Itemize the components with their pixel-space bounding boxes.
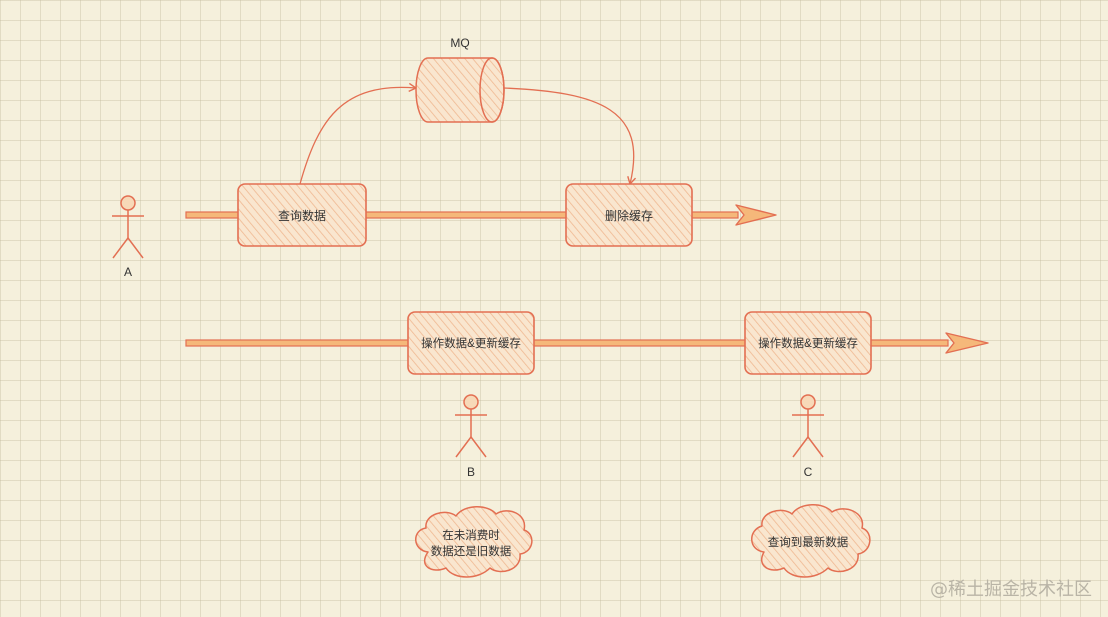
watermark: @稀土掘金技术社区 xyxy=(930,579,1092,600)
update-box-b-label: 操作数据&更新缓存 xyxy=(421,336,521,350)
cloud-b-line1: 在未消费时 xyxy=(442,528,500,542)
actor-b-icon xyxy=(455,394,487,458)
delete-cache-label: 删除缓存 xyxy=(605,208,653,223)
update-box-c: 操作数据&更新缓存 xyxy=(744,311,872,375)
send-to-mq-arrow xyxy=(299,82,418,185)
cloud-note-b: 在未消费时 数据还是旧数据 xyxy=(415,506,533,578)
cloud-note-c: 查询到最新数据 xyxy=(751,504,871,578)
delete-cache-box: 删除缓存 xyxy=(565,183,693,247)
mq-queue xyxy=(415,57,505,123)
cloud-c-text: 查询到最新数据 xyxy=(768,535,849,549)
timeline-arrow-b xyxy=(185,332,989,354)
actor-a-label: A xyxy=(124,265,132,279)
update-box-b: 操作数据&更新缓存 xyxy=(407,311,535,375)
actor-a-icon xyxy=(112,195,144,259)
mq-to-delete-arrow xyxy=(503,87,637,186)
update-box-c-label: 操作数据&更新缓存 xyxy=(758,336,858,350)
actor-c-icon xyxy=(792,394,824,458)
query-data-label: 查询数据 xyxy=(278,208,326,223)
actor-b-label: B xyxy=(467,465,475,479)
mq-label: MQ xyxy=(450,36,469,50)
query-data-box: 查询数据 xyxy=(237,183,367,247)
timeline-arrow-a xyxy=(185,204,777,226)
actor-c-label: C xyxy=(804,465,813,479)
cloud-b-line2: 数据还是旧数据 xyxy=(431,544,512,558)
